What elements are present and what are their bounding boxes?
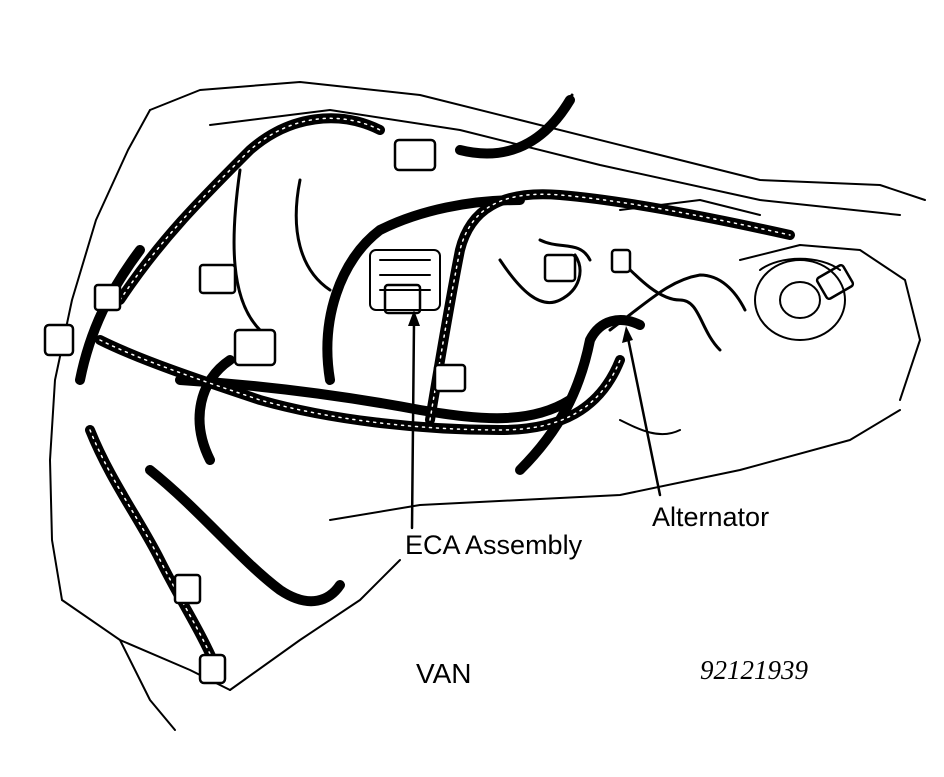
figure-number: 92121939 [700, 655, 808, 685]
connectors [43, 138, 855, 685]
engine-bay-outline [49, 81, 926, 731]
alternator-unit [619, 257, 846, 436]
harness-texture [89, 117, 791, 666]
eca-assembly-label: ECA Assembly [405, 530, 583, 560]
leader-lines [410, 320, 662, 530]
vehicle-label: VAN [416, 658, 472, 689]
alternator-label: Alternator [652, 502, 770, 532]
leader-arrowheads [408, 310, 633, 343]
wiring-thin [232, 93, 747, 352]
eca-assembly-unit [369, 249, 441, 311]
